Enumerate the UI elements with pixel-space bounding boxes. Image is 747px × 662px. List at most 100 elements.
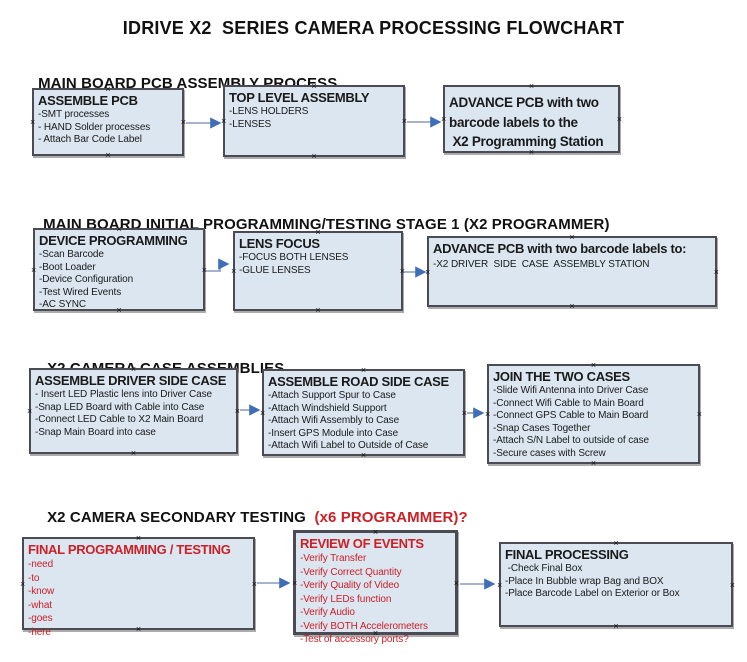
flow-box-assemble-road-side-case: ASSEMBLE ROAD SIDE CASE -Attach Support … xyxy=(260,366,467,460)
box-item: -Attach Wifi Assembly to Case xyxy=(268,415,400,426)
box-item: -AC SYNC xyxy=(39,299,86,310)
box-item: -Verify Transfer xyxy=(300,553,367,564)
connection-handle-left: × xyxy=(221,116,227,126)
box-item: barcode labels to the xyxy=(449,114,578,130)
box-item: -Boot Loader xyxy=(39,261,96,273)
box-item: ADVANCE PCB with two xyxy=(449,95,599,110)
box-item: -Verify Correct Quantity xyxy=(300,566,402,578)
box-item: -goes xyxy=(28,613,53,624)
flow-box-assemble-pcb: ASSEMBLE PCB -SMT processes- HAND Solder… xyxy=(30,85,186,160)
flow-box-advance-to-programming-station: ADVANCE PCB with two barcode labels to th… xyxy=(441,81,622,157)
box-item: -Attach Windshield Support xyxy=(268,402,387,414)
box-item: -FOCUS BOTH LENSES xyxy=(239,252,349,263)
box-item: -LENSES xyxy=(229,118,272,130)
box-title: ASSEMBLE DRIVER SIDE CASE xyxy=(35,373,227,388)
connection-handle-right: × xyxy=(713,266,719,277)
box-item: -Verify BOTH Accelerometers xyxy=(300,620,428,632)
box-items: -Attach Support Spur to Case-Attach Wind… xyxy=(268,390,459,453)
box-item: -Check Final Box xyxy=(505,563,583,574)
box-item: -LENS HOLDERS xyxy=(229,106,309,117)
box-item: -Connect GPS Cable to Main Board xyxy=(493,410,649,421)
connection-handle-right: × xyxy=(234,406,240,416)
flow-box-advance-to-driver-side-station: ADVANCE PCB with two barcode labels to: … xyxy=(425,233,719,311)
box-item: -Device Configuration xyxy=(39,274,134,285)
flow-box-top-level-assembly: TOP LEVEL ASSEMBLY -LENS HOLDERS-LENSES … xyxy=(221,82,407,161)
box-items: -SMT processes- HAND Solder processes- A… xyxy=(38,109,178,147)
box-items: -need-to-know-what-goes-here xyxy=(28,558,249,639)
box-item: -know xyxy=(28,586,55,597)
box-items: -LENS HOLDERS-LENSES xyxy=(229,106,399,131)
connection-handle-right: × xyxy=(453,577,459,588)
box-title: TOP LEVEL ASSEMBLY xyxy=(229,90,370,105)
section-heading-text: X2 CAMERA SECONDARY TESTING xyxy=(47,509,315,526)
connection-handle-left: × xyxy=(441,114,447,124)
connection-handle-right: × xyxy=(201,264,207,275)
box-item: - Insert LED Plastic lens into Driver Ca… xyxy=(35,389,212,400)
box-item: -X2 DRIVER SIDE CASE ASSEMBLY STATION xyxy=(433,259,650,270)
connection-handle-left: × xyxy=(30,117,36,127)
box-item: -Attach Wifi Label to Outside of Case xyxy=(268,440,429,451)
flow-box-device-programming: DEVICE PROGRAMMING -Scan Barcode-Boot Lo… xyxy=(31,225,207,315)
flow-box-final-processing: FINAL PROCESSING -Check Final Box-Place … xyxy=(497,539,735,631)
connection-handle-bottom: × xyxy=(130,448,137,458)
box-item: - HAND Solder processes xyxy=(38,121,151,133)
connection-handle-left: × xyxy=(27,406,33,416)
box-items: -FOCUS BOTH LENSES-GLUE LENSES xyxy=(239,252,397,277)
box-item: -Snap Cases Together xyxy=(493,422,591,434)
connection-handle-right: × xyxy=(251,578,257,589)
connection-handle-bottom: × xyxy=(613,621,619,631)
connection-handle-left: × xyxy=(20,578,26,589)
flow-box-join-the-two-cases: JOIN THE TWO CASES -Slide Wifi Antenna i… xyxy=(485,360,702,468)
box-item: -Attach Support Spur to Case xyxy=(268,390,396,401)
box-item: -Test Wired Events xyxy=(39,286,122,298)
connection-handle-bottom: × xyxy=(569,301,575,311)
connection-handle-bottom: × xyxy=(590,458,597,468)
box-item: -Place In Bubble wrap Bag and BOX xyxy=(505,575,664,587)
connection-handle-top: × xyxy=(528,81,535,91)
flow-box-review-of-events: REVIEW OF EVENTS -Verify Transfer-Verify… xyxy=(292,527,459,646)
box-item: -SMT processes xyxy=(38,109,110,120)
box-title: DEVICE PROGRAMMING xyxy=(39,233,188,248)
box-item: -Verify Quality of Video xyxy=(300,580,400,591)
page-title: IDRIVE X2 SERIES CAMERA PROCESSING FLOWC… xyxy=(122,18,625,38)
box-items: ADVANCE PCB with two barcode labels to th… xyxy=(449,93,614,152)
flow-box-assemble-driver-side-case: ASSEMBLE DRIVER SIDE CASE - Insert LED P… xyxy=(27,365,240,458)
connection-handle-top: × xyxy=(372,527,379,537)
connection-handle-left: × xyxy=(292,577,298,588)
box-item: -Snap Main Board into case xyxy=(35,426,156,438)
box-title: ADVANCE PCB with two barcode labels to: xyxy=(433,241,687,256)
box-item: -Verify LEDs function xyxy=(300,593,392,605)
connection-handle-right: × xyxy=(696,409,702,419)
connection-handle-left: × xyxy=(231,266,237,276)
connection-handle-right: × xyxy=(399,266,405,276)
connector-arrow-programming-to-lensfocus xyxy=(206,258,230,272)
connection-handle-right: × xyxy=(401,116,407,126)
connection-handle-bottom: × xyxy=(105,150,111,160)
box-item: -Attach S/N Label to outside of case xyxy=(493,435,649,446)
box-item: -Snap LED Board with Cable into Case xyxy=(35,401,205,413)
box-item: - Attach Bar Code Label xyxy=(38,134,142,145)
connection-handle-right: × xyxy=(616,114,622,124)
box-title: ASSEMBLE PCB xyxy=(38,93,138,108)
box-title: FINAL PROGRAMMING / TESTING xyxy=(28,542,231,557)
box-item: -need xyxy=(28,559,54,570)
box-items: -X2 DRIVER SIDE CASE ASSEMBLY STATION xyxy=(433,259,711,272)
connection-handle-bottom: × xyxy=(311,151,317,161)
box-items: -Scan Barcode-Boot Loader-Device Configu… xyxy=(39,249,199,312)
connection-handle-top: × xyxy=(590,360,597,370)
box-title: LENS FOCUS xyxy=(239,236,320,251)
box-items: -Check Final Box-Place In Bubble wrap Ba… xyxy=(505,563,727,601)
box-item: -GLUE LENSES xyxy=(239,264,311,276)
box-items: -Verify Transfer -Verify Correct Quantity… xyxy=(300,552,451,647)
connection-handle-right: × xyxy=(461,407,467,418)
connection-handle-left: × xyxy=(31,264,37,275)
box-item: -Scan Barcode xyxy=(39,249,104,260)
box-title: REVIEW OF EVENTS xyxy=(300,536,424,551)
box-item: -to xyxy=(28,572,40,584)
box-item: -Secure cases with Screw xyxy=(493,447,606,459)
box-title: FINAL PROCESSING xyxy=(505,547,629,562)
connection-handle-right: × xyxy=(180,117,186,127)
section-heading-red-text: (x6 PROGRAMMER)? xyxy=(314,509,468,526)
box-title: JOIN THE TWO CASES xyxy=(493,369,630,384)
